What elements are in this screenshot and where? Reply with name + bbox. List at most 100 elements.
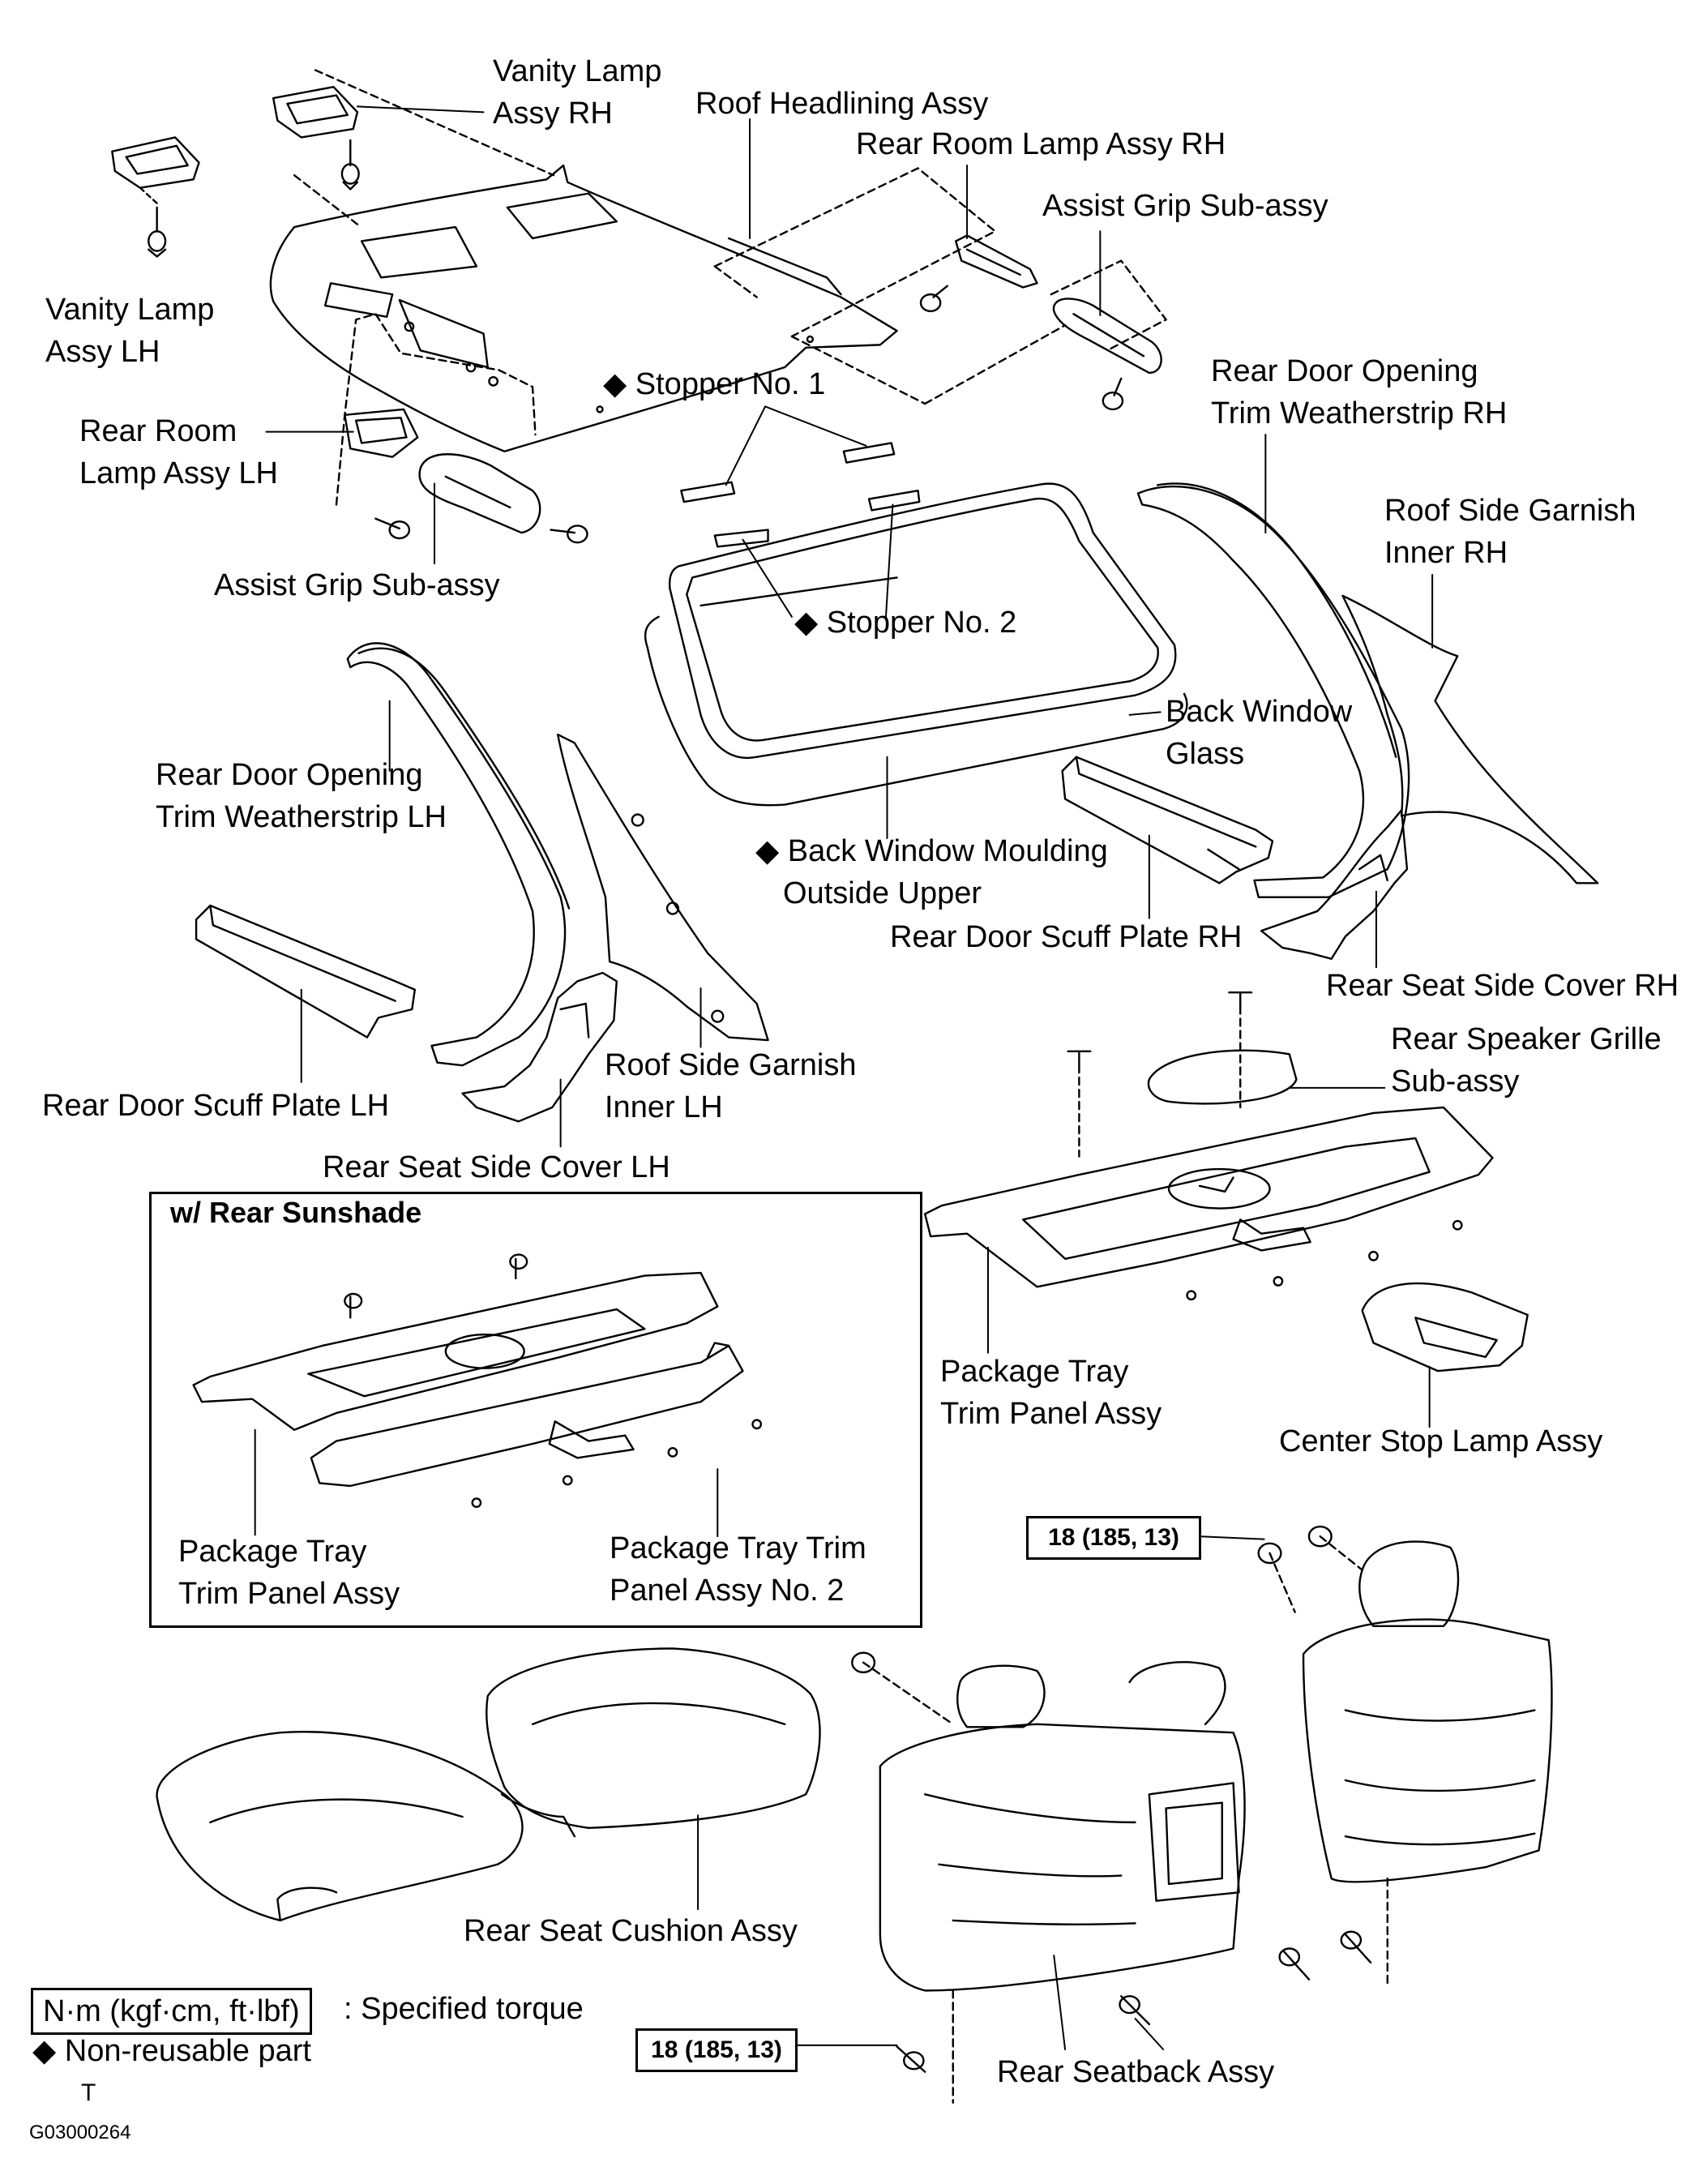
rear-seat-side-cover-rh-drawing — [1261, 810, 1407, 958]
label-text: w/ Rear Sunshade — [170, 1196, 422, 1229]
assist-grip-rh-drawing — [925, 261, 1166, 409]
rear-seat-cushion-drawing — [157, 1648, 820, 1920]
label-center-stop-lamp: Center Stop Lamp Assy — [1279, 1420, 1602, 1462]
label-line: Roof Side Garnish — [1384, 494, 1636, 528]
leader-lines — [255, 106, 1432, 2049]
label-text: Rear Door Scuff Plate LH — [42, 1089, 390, 1123]
label-line: Trim Weatherstrip LH — [156, 800, 447, 834]
vanity-lamp-rh-drawing — [273, 87, 358, 189]
rear-door-weatherstrip-rh-drawing — [1138, 483, 1409, 897]
inset-title: w/ Rear Sunshade — [170, 1192, 421, 1234]
package-tray-main-drawing — [925, 992, 1492, 1300]
label-text: G03000264 — [29, 2122, 131, 2143]
roof-side-garnish-lh-drawing — [558, 734, 768, 1040]
stopper-no1-drawing — [681, 443, 894, 502]
label-text: Rear Room Lamp Assy RH — [856, 127, 1226, 161]
legend-nonreusable: ◆ Non-reusable part — [32, 2030, 311, 2072]
inset-package-tray-drawing — [194, 1255, 761, 1507]
torque-value: 18 (185, 13) — [1048, 1524, 1179, 1551]
label-line: Vanity Lamp — [493, 54, 662, 88]
label-stopper-no1: ◆ Stopper No. 1 — [603, 363, 825, 405]
label-rear-seat-cushion: Rear Seat Cushion Assy — [464, 1910, 798, 1952]
label-rear-room-lamp-lh: Rear Room Lamp Assy LH — [79, 410, 278, 495]
label-rear-seatback: Rear Seatback Assy — [997, 2051, 1274, 2093]
label-rear-room-lamp-rh: Rear Room Lamp Assy RH — [856, 123, 1226, 165]
label-line: Rear Speaker Grille — [1391, 1022, 1662, 1056]
legend-torque-units: N·m (kgf·cm, ft·lbf) — [43, 1994, 300, 2028]
label-text: Roof Headlining Assy — [695, 87, 989, 121]
label-line: Assy LH — [45, 335, 160, 369]
label-text: Rear Seat Side Cover LH — [323, 1150, 670, 1184]
bolts-drawing — [852, 1527, 1388, 2103]
label-line: Sub-assy — [1391, 1064, 1520, 1098]
label-rear-door-scuff-lh: Rear Door Scuff Plate LH — [42, 1085, 389, 1127]
rear-door-weatherstrip-lh-drawing — [348, 643, 569, 1065]
label-text: ◆ Non-reusable part — [32, 2034, 311, 2068]
label-line: Inner LH — [605, 1090, 723, 1124]
torque-spec-lower: 18 (185, 13) — [635, 2028, 798, 2072]
label-back-window-glass: Back Window Glass — [1166, 691, 1352, 775]
label-line: Trim Panel Assy — [178, 1577, 400, 1611]
label-text: Rear Door Scuff Plate RH — [890, 920, 1243, 954]
label-roof-side-garnish-lh: Roof Side Garnish Inner LH — [605, 1044, 857, 1128]
label-rear-door-weatherstrip-lh: Rear Door Opening Trim Weatherstrip LH — [156, 754, 447, 838]
label-rear-seat-side-cover-rh: Rear Seat Side Cover RH — [1326, 965, 1679, 1007]
label-text: Assist Grip Sub-assy — [1042, 189, 1328, 223]
label-line: Outside Upper — [783, 876, 982, 910]
label-line: Trim Weatherstrip RH — [1211, 396, 1508, 430]
label-package-tray-main: Package Tray Trim Panel Assy — [940, 1351, 1162, 1435]
torque-spec-upper: 18 (185, 13) — [1026, 1516, 1201, 1560]
label-rear-door-scuff-rh: Rear Door Scuff Plate RH — [890, 916, 1242, 958]
rear-door-scuff-rh-drawing — [1063, 757, 1273, 884]
torque-value: 18 (185, 13) — [651, 2036, 782, 2063]
roof-side-garnish-rh-drawing — [1342, 596, 1598, 883]
label-vanity-lamp-rh: Vanity Lamp Assy RH — [493, 50, 661, 135]
figure-id: G03000264 — [29, 2119, 130, 2147]
label-vanity-lamp-lh: Vanity Lamp Assy LH — [45, 289, 214, 373]
label-line: Rear Room — [79, 414, 237, 448]
rear-seat-side-cover-lh-drawing — [463, 973, 617, 1121]
label-line: Inner RH — [1384, 536, 1508, 570]
label-stopper-no2: ◆ Stopper No. 2 — [794, 602, 1016, 644]
rear-speaker-grille-drawing — [1149, 1051, 1296, 1104]
label-text: Rear Seatback Assy — [997, 2055, 1275, 2089]
label-line: Rear Door Opening — [1211, 354, 1478, 388]
label-text: T — [81, 2079, 96, 2106]
label-roof-side-garnish-rh: Roof Side Garnish Inner RH — [1384, 490, 1636, 574]
center-stop-lamp-drawing — [1363, 1283, 1528, 1371]
label-line: Assy RH — [493, 96, 613, 131]
label-line: Vanity Lamp — [45, 293, 215, 327]
legend-t-mark: T — [81, 2072, 96, 2114]
label-line: Back Window — [1166, 695, 1353, 729]
legend-torque-box: N·m (kgf·cm, ft·lbf) — [31, 1988, 312, 2035]
label-line: Trim Panel Assy — [940, 1397, 1162, 1431]
label-line: Glass — [1166, 737, 1245, 771]
rear-room-lamp-lh-drawing — [336, 314, 536, 538]
label-inset-package-tray-no2: Package Tray Trim Panel Assy No. 2 — [610, 1527, 866, 1612]
label-line: Package Tray Trim — [610, 1531, 866, 1565]
label-inset-package-tray: Package Tray Trim Panel Assy — [178, 1531, 400, 1615]
rear-seatback-drawing — [880, 1542, 1552, 1991]
vanity-lamp-lh-drawing — [112, 137, 199, 256]
label-text: Center Stop Lamp Assy — [1279, 1424, 1603, 1458]
inset-rear-sunshade — [149, 1192, 922, 1628]
label-line: Roof Side Garnish — [605, 1048, 857, 1082]
label-rear-seat-side-cover-lh: Rear Seat Side Cover LH — [323, 1146, 670, 1188]
rear-door-scuff-lh-drawing — [196, 906, 415, 1038]
assist-grip-lh-drawing — [420, 454, 588, 542]
label-text: Rear Seat Side Cover RH — [1326, 969, 1679, 1003]
label-assist-grip-rh: Assist Grip Sub-assy — [1042, 185, 1328, 227]
back-window-drawing — [645, 484, 1187, 806]
stopper-no2-drawing — [715, 490, 919, 546]
label-rear-speaker-grille: Rear Speaker Grille Sub-assy — [1391, 1018, 1662, 1103]
label-line: ◆ Back Window Moulding — [755, 834, 1108, 868]
label-roof-headlining: Roof Headlining Assy — [695, 83, 988, 125]
label-line: Package Tray — [178, 1535, 367, 1569]
legend-torque-text: : Specified torque — [344, 1988, 584, 2030]
label-text: ◆ Stopper No. 2 — [794, 606, 1017, 640]
label-line: Panel Assy No. 2 — [610, 1574, 845, 1608]
label-text: Assist Grip Sub-assy — [214, 568, 500, 602]
label-line: Lamp Assy LH — [79, 456, 278, 490]
label-assist-grip-lh: Assist Grip Sub-assy — [214, 564, 500, 606]
